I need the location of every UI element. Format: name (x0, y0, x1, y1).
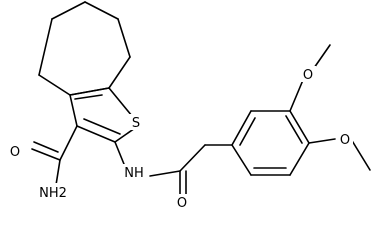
methoxy-oxygen-bottom-label: O (340, 133, 350, 148)
molecule-structure-diagram: S NH O O NH2 O O (7, 1, 371, 211)
bond (350, 138, 371, 171)
bond (285, 115, 303, 144)
bond (179, 144, 206, 172)
methoxy-oxygen-top-label: O (303, 68, 313, 83)
bond (108, 87, 133, 117)
carbonyl-oxygen-label: O (177, 196, 187, 211)
bond (83, 118, 121, 135)
bond (231, 110, 252, 146)
bond (69, 94, 78, 127)
benzene-ring (231, 110, 310, 176)
bond (51, 1, 86, 20)
label-background (33, 183, 75, 201)
atom-labels: S NH O O NH2 O O (7, 66, 353, 211)
bond (38, 74, 71, 96)
bond (55, 159, 61, 186)
amide-nh-label: NH (124, 166, 144, 181)
bond (74, 94, 103, 100)
bond (149, 170, 181, 177)
thiophene-ring (69, 87, 139, 143)
cycloheptane-ring (38, 1, 131, 96)
bond (289, 79, 304, 112)
bond (308, 138, 336, 144)
bond (289, 110, 310, 144)
label-background (120, 164, 148, 180)
bond (108, 56, 131, 89)
carbamoyl-oxygen-label: O (10, 145, 20, 160)
bond (117, 18, 131, 58)
bond (239, 117, 256, 146)
methoxy-groups (289, 44, 371, 171)
bond (231, 144, 252, 176)
label-background (128, 114, 144, 130)
label-background (7, 142, 23, 160)
amide-linker (114, 141, 233, 196)
bond (76, 125, 116, 143)
bond (289, 142, 310, 176)
sulfur-label: S (132, 116, 140, 131)
label-background (175, 194, 189, 210)
carboxamide-group (31, 125, 78, 186)
bond (59, 125, 78, 161)
bond (33, 141, 59, 153)
carbamoyl-nh2-label: NH2 (39, 186, 67, 201)
bond (69, 87, 110, 96)
label-background (337, 131, 353, 149)
bond (313, 44, 331, 69)
bond (31, 148, 61, 161)
label-background (300, 66, 316, 82)
molecule-svg: S NH O O NH2 O O (7, 1, 371, 211)
bond (38, 18, 53, 76)
bond (84, 1, 119, 20)
